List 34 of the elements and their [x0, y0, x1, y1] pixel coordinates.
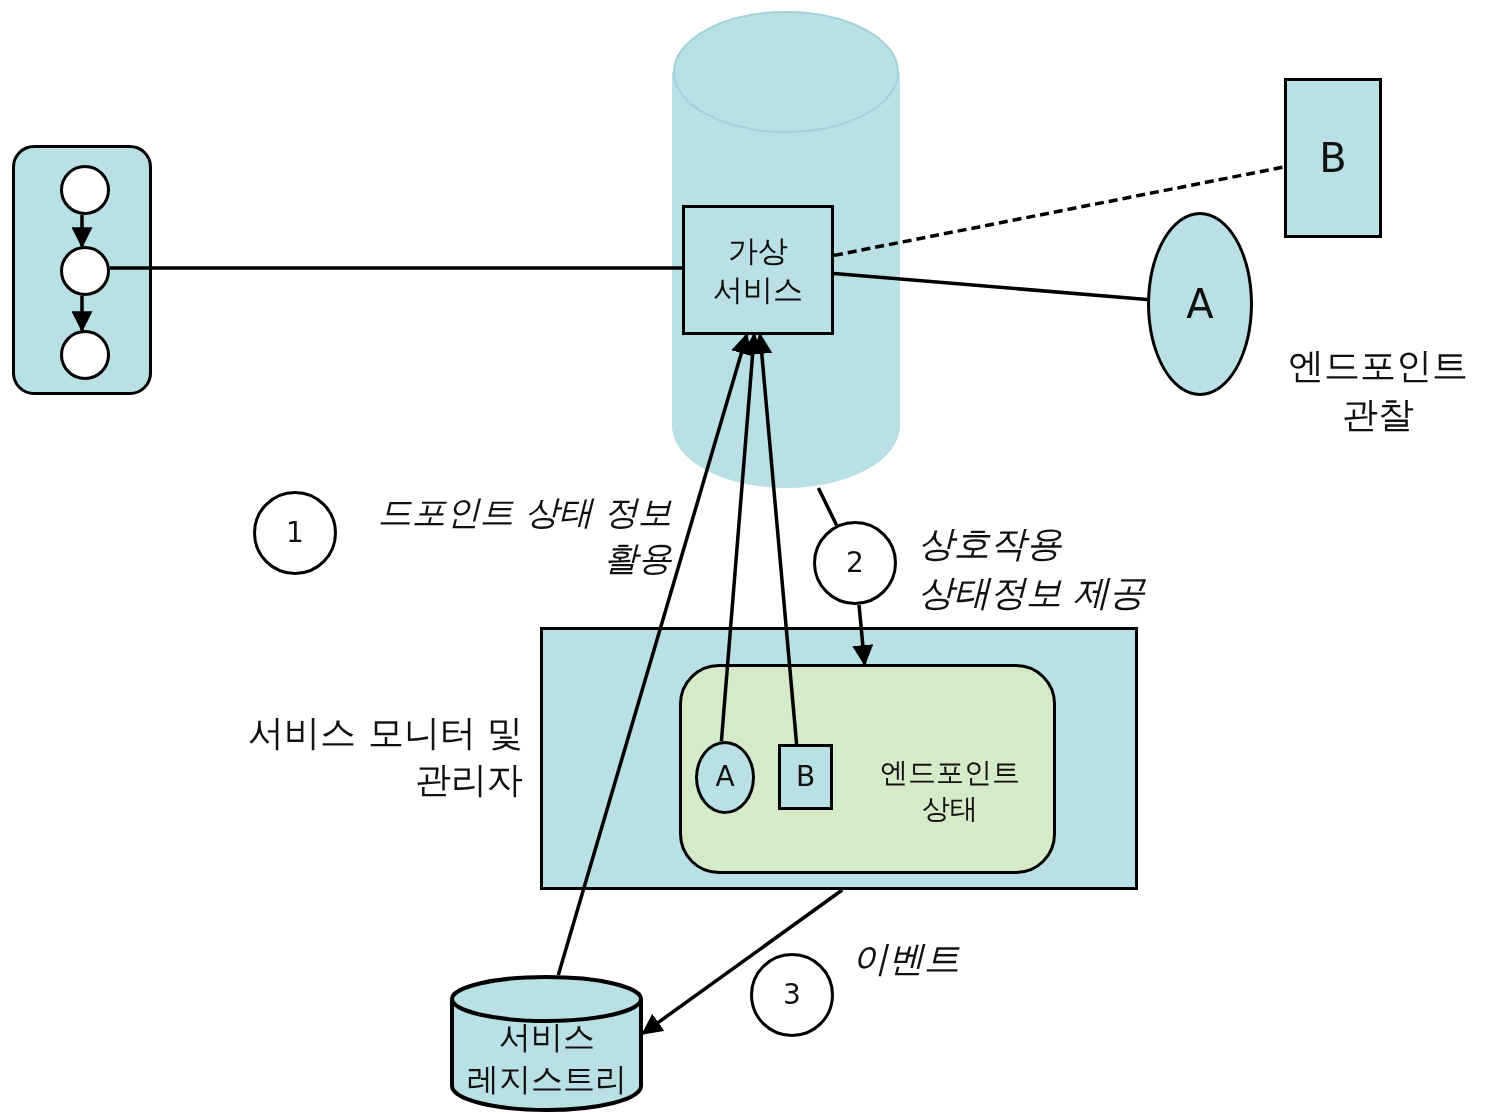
node-label: A	[1186, 280, 1214, 329]
node-label: 1	[286, 514, 304, 551]
node-label: B	[1319, 134, 1347, 183]
node-label: 3	[783, 976, 801, 1013]
node-label: A	[715, 759, 735, 796]
arrow	[556, 333, 752, 976]
annotation-text: 상호작용 상태정보 제공	[918, 522, 1147, 615]
node-label: B	[795, 758, 816, 795]
box	[1284, 78, 1382, 238]
node-label: 2	[846, 544, 864, 581]
circle	[60, 165, 110, 215]
connector-line	[816, 487, 839, 527]
annotation-text: 이벤트	[852, 937, 961, 981]
node-label: 엔드포인트 상태	[878, 755, 1021, 828]
circle	[60, 246, 110, 296]
arrow	[71, 295, 93, 333]
node-label: 서비스 레지스트리	[465, 1016, 628, 1100]
node-caption: 엔드포인트 관찰	[1287, 344, 1469, 437]
arrow	[852, 604, 874, 667]
annotation-text: 드포인트 상태 정보 활용	[377, 491, 672, 580]
cylinder	[672, 10, 900, 488]
connector-line	[109, 266, 682, 270]
arrow	[641, 888, 844, 1035]
cylinder	[450, 975, 643, 1110]
node-label: 가상 서비스	[712, 232, 804, 309]
box	[682, 205, 834, 335]
box	[778, 744, 833, 810]
circle	[60, 330, 110, 380]
arrow	[71, 214, 93, 249]
connector-line	[833, 271, 1148, 302]
workflow-box	[12, 145, 152, 395]
rounded-box	[679, 664, 1056, 874]
connector-line	[833, 165, 1285, 258]
heading: 서비스 모니터 및 관리자	[247, 711, 523, 802]
